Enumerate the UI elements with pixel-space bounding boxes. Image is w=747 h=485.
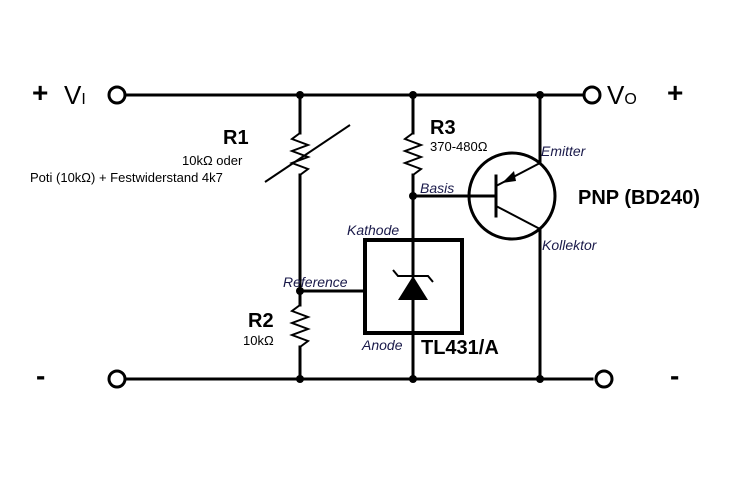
input-minus-label: - bbox=[36, 360, 46, 391]
pin-emitter-label: Emitter bbox=[541, 143, 586, 159]
r1-value-line2: Poti (10kΩ) + Festwiderstand 4k7 bbox=[30, 170, 223, 185]
input-voltage-symbol: V bbox=[64, 80, 82, 110]
junction-dot bbox=[296, 287, 304, 295]
emitter-arrow bbox=[502, 171, 516, 183]
output-plus-label: + bbox=[667, 77, 684, 108]
tl431-part-label: TL431/A bbox=[421, 337, 499, 359]
junction-dot bbox=[536, 91, 544, 99]
r2-resistor-symbol bbox=[289, 304, 311, 348]
junction-dot bbox=[296, 91, 304, 99]
output-voltage-label: VO bbox=[607, 82, 637, 108]
output-voltage-symbol: V bbox=[607, 80, 625, 110]
input-minus-terminal bbox=[107, 369, 127, 389]
pin-anode-label: Anode bbox=[362, 337, 403, 353]
r2-name: R2 bbox=[248, 310, 274, 332]
transistor-body bbox=[467, 151, 557, 241]
junction-dot bbox=[409, 192, 417, 200]
r3-name: R3 bbox=[430, 117, 456, 139]
output-minus-terminal bbox=[594, 369, 614, 389]
zener-bar bbox=[392, 269, 434, 283]
transistor-collector-lead bbox=[495, 205, 541, 230]
pin-reference-label: Reference bbox=[283, 274, 348, 290]
pin-kollektor-label: Kollektor bbox=[542, 237, 597, 253]
r1-value-line1: 10kΩ oder bbox=[182, 153, 243, 168]
junction-dot bbox=[536, 375, 544, 383]
output-plus-terminal bbox=[582, 85, 602, 105]
r2-value: 10kΩ bbox=[243, 333, 274, 348]
transistor-type-label: PNP (BD240) bbox=[578, 187, 700, 209]
input-plus-terminal bbox=[107, 85, 127, 105]
junction-dot bbox=[409, 91, 417, 99]
junction-dot bbox=[296, 375, 304, 383]
input-plus-label: + bbox=[32, 77, 49, 108]
zener-triangle bbox=[398, 276, 428, 300]
input-voltage-subscript: I bbox=[81, 91, 86, 108]
output-minus-label: - bbox=[670, 360, 680, 391]
junction-dot bbox=[409, 375, 417, 383]
r1-name: R1 bbox=[223, 127, 249, 149]
r1-resistor-symbol bbox=[289, 132, 311, 176]
r1-variable-arrow bbox=[264, 124, 351, 183]
pin-basis-label: Basis bbox=[420, 180, 455, 196]
r3-value: 370-480Ω bbox=[430, 139, 488, 154]
pin-kathode-label: Kathode bbox=[347, 222, 400, 238]
input-voltage-label: VI bbox=[64, 82, 86, 108]
output-voltage-subscript: O bbox=[624, 91, 637, 108]
r3-resistor-symbol bbox=[402, 132, 424, 176]
